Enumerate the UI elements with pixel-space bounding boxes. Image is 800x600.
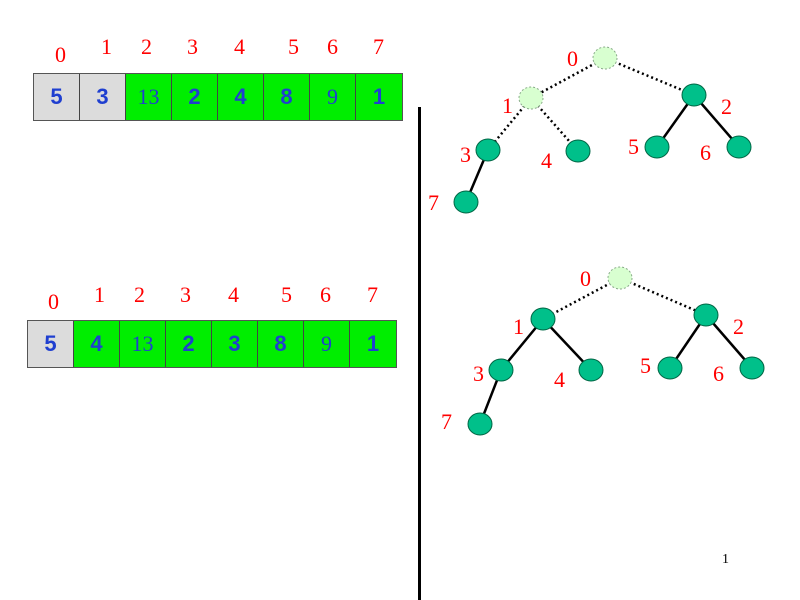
- bottom-tree-node-3: [488, 358, 514, 382]
- bottom-tree-node-label-4: 4: [554, 367, 565, 392]
- bottom-cell-4: 3: [212, 321, 258, 367]
- bottom-cell-6: 9: [304, 321, 350, 367]
- top-tree-node-0: [592, 46, 618, 70]
- bottom-index-7: 7: [367, 282, 378, 307]
- top-tree-node-3: [475, 138, 501, 162]
- vertical-divider: [418, 107, 421, 600]
- top-cell-2: 13: [126, 74, 172, 120]
- bottom-index-5: 5: [281, 282, 292, 307]
- page-number: 1: [722, 552, 729, 567]
- bottom-index-4: 4: [228, 282, 239, 307]
- bottom-array: 5 4 13 2 3 8 9 1: [27, 320, 397, 368]
- top-index-0: 0: [55, 42, 66, 67]
- bottom-tree-node-7: [467, 412, 493, 436]
- bottom-cell-6-value: 9: [321, 331, 332, 356]
- bottom-tree-node-label-2: 2: [733, 314, 744, 339]
- top-cell-5: 8: [264, 74, 310, 120]
- bottom-tree-node-label-3: 3: [473, 361, 484, 386]
- bottom-cell-3-value: 2: [182, 331, 195, 356]
- bottom-tree-edge-0-2: [619, 276, 707, 317]
- top-cell-6-value: 9: [327, 84, 338, 109]
- top-index-5: 5: [288, 34, 299, 59]
- top-index-6: 6: [327, 34, 338, 59]
- top-array: 5 3 13 2 4 8 9 1: [33, 73, 403, 121]
- top-cell-2-value: 13: [137, 84, 160, 109]
- bottom-cell-5-value: 8: [274, 331, 287, 356]
- top-tree-node-1: [518, 86, 544, 110]
- top-cell-7: 1: [356, 74, 402, 120]
- top-index-1: 1: [101, 34, 112, 59]
- bottom-tree-node-0: [607, 266, 633, 290]
- bottom-tree-node-4: [578, 358, 604, 382]
- top-tree-node-label-6: 6: [700, 140, 711, 165]
- top-cell-7-value: 1: [372, 84, 386, 109]
- bottom-tree-node-label-1: 1: [513, 314, 524, 339]
- bottom-tree-node-label-7: 7: [441, 409, 452, 434]
- top-cell-3: 2: [172, 74, 218, 120]
- top-tree-node-label-7: 7: [428, 190, 439, 215]
- top-index-3: 3: [187, 34, 198, 59]
- top-cell-1: 3: [80, 74, 126, 120]
- top-cell-1-value: 3: [96, 84, 109, 109]
- top-tree-node-label-0: 0: [567, 46, 578, 71]
- top-index-2: 2: [141, 34, 152, 59]
- top-index-4: 4: [234, 34, 245, 59]
- bottom-cell-0-value: 5: [44, 331, 57, 356]
- bottom-cell-2: 13: [120, 321, 166, 367]
- bottom-cell-1: 4: [74, 321, 120, 367]
- bottom-index-1: 1: [94, 282, 105, 307]
- bottom-tree-node-1: [530, 307, 556, 331]
- top-tree-node-7: [453, 190, 479, 214]
- top-tree-node-label-2: 2: [721, 94, 732, 119]
- bottom-tree-node-label-5: 5: [640, 353, 651, 378]
- top-tree-node-6: [726, 135, 752, 159]
- top-cell-4-value: 4: [234, 84, 247, 109]
- top-tree-edge-0-1: [530, 56, 606, 100]
- top-heap-tree: 0 1 2 3 4 5 6 7: [428, 46, 752, 215]
- top-tree-node-2: [681, 83, 707, 107]
- bottom-cell-3: 2: [166, 321, 212, 367]
- bottom-index-6: 6: [320, 282, 331, 307]
- top-tree-node-label-3: 3: [460, 142, 471, 167]
- bottom-heap-tree: 0 1 2 3 4 5 6 7: [441, 266, 765, 436]
- bottom-tree-node-label-0: 0: [580, 266, 591, 291]
- bottom-cell-4-value: 3: [228, 331, 241, 356]
- top-cell-0: 5: [34, 74, 80, 120]
- top-cell-0-value: 5: [50, 84, 63, 109]
- bottom-cell-2-value: 13: [131, 331, 154, 356]
- bottom-cell-0: 5: [28, 321, 74, 367]
- top-cell-4: 4: [218, 74, 264, 120]
- bottom-cell-1-value: 4: [90, 331, 103, 356]
- top-tree-edge-0-2: [604, 56, 695, 97]
- top-cell-3-value: 2: [188, 84, 201, 109]
- bottom-index-3: 3: [180, 282, 191, 307]
- bottom-cell-7-value: 1: [366, 331, 380, 356]
- bottom-cell-7: 1: [350, 321, 396, 367]
- bottom-tree-node-6: [739, 356, 765, 380]
- top-tree-node-label-5: 5: [628, 134, 639, 159]
- bottom-tree-node-2: [693, 303, 719, 327]
- top-tree-node-label-4: 4: [541, 148, 552, 173]
- top-tree-node-4: [565, 139, 591, 163]
- top-cell-6: 9: [310, 74, 356, 120]
- bottom-tree-node-label-6: 6: [713, 361, 724, 386]
- bottom-index-0: 0: [48, 289, 59, 314]
- top-tree-node-5: [644, 135, 670, 159]
- top-tree-node-label-1: 1: [502, 93, 513, 118]
- bottom-cell-5: 8: [258, 321, 304, 367]
- bottom-tree-node-5: [657, 356, 683, 380]
- top-index-7: 7: [373, 34, 384, 59]
- bottom-index-2: 2: [134, 282, 145, 307]
- top-cell-5-value: 8: [280, 84, 293, 109]
